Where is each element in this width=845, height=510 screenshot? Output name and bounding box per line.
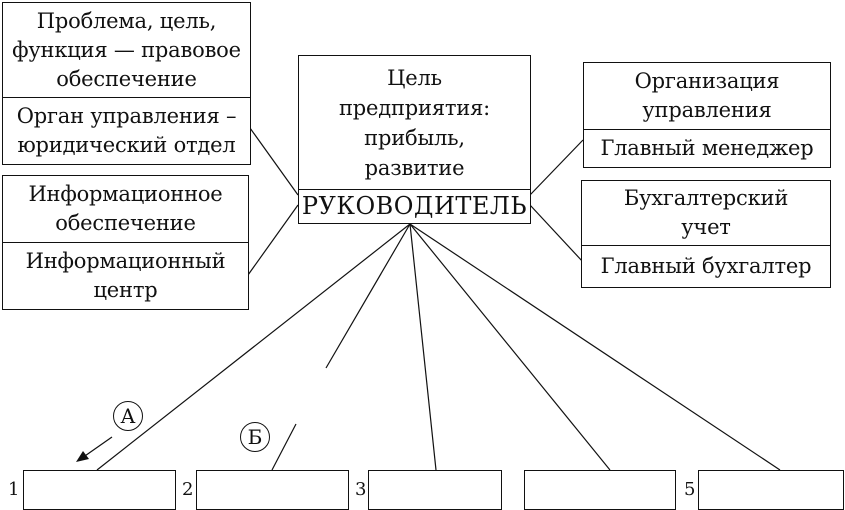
arrow-a-head (76, 451, 89, 462)
arrow-a-shaft (81, 436, 113, 459)
head-title: РУКОВОДИТЕЛЬ (299, 189, 530, 223)
connector-to-box-5 (409, 223, 781, 471)
chief-accountant-label: Главный бухгалтер (582, 245, 830, 287)
annotation-a: А (113, 401, 143, 431)
chief-manager-label: Главный менеджер (584, 129, 830, 167)
accounting-header: Бухгалтерский учет (623, 186, 789, 239)
connector-left-top (249, 127, 299, 196)
box-number-1: 1 (8, 479, 20, 500)
box-number-5: 5 (684, 479, 696, 500)
legal-support-header: Проблема, цель, функция — правовое обесп… (12, 8, 241, 91)
enterprise-goal-text: Цель предприятия: прибыль, развитие (338, 65, 491, 180)
information-support-box: Информационное обеспечение Информационны… (2, 175, 249, 310)
subsystem-box-1 (23, 470, 176, 510)
connector-to-box-2-upper (325, 223, 411, 369)
subsystem-box-5 (698, 470, 844, 510)
connector-to-box-4 (409, 223, 611, 471)
subsystem-box-2 (196, 470, 349, 510)
connector-left-bottom (247, 204, 299, 276)
information-support-header: Информационное обеспечение (28, 182, 223, 235)
connector-right-bottom (529, 204, 584, 263)
management-organization-box: Организация управления Главный менеджер (583, 62, 831, 168)
accounting-box: Бухгалтерский учет Главный бухгалтер (581, 180, 831, 288)
legal-department-label: Орган управления – юридический отдел (3, 97, 250, 164)
connector-right-top (529, 139, 584, 196)
connector-to-box-3 (409, 223, 437, 471)
subsystem-box-3 (368, 470, 502, 510)
subsystem-box-4 (524, 470, 676, 510)
annotation-b: Б (240, 422, 270, 452)
management-organization-header: Организация управления (634, 69, 780, 122)
information-center-label: Информационный центр (3, 242, 248, 309)
box-number-3: 3 (355, 479, 367, 500)
enterprise-head-box: Цель предприятия: прибыль, развитие РУКО… (298, 55, 531, 224)
box-number-2: 2 (182, 479, 194, 500)
legal-support-box: Проблема, цель, функция — правовое обесп… (2, 2, 251, 165)
connector-to-box-2-lower (271, 423, 297, 471)
connector-to-box-1 (96, 223, 411, 471)
